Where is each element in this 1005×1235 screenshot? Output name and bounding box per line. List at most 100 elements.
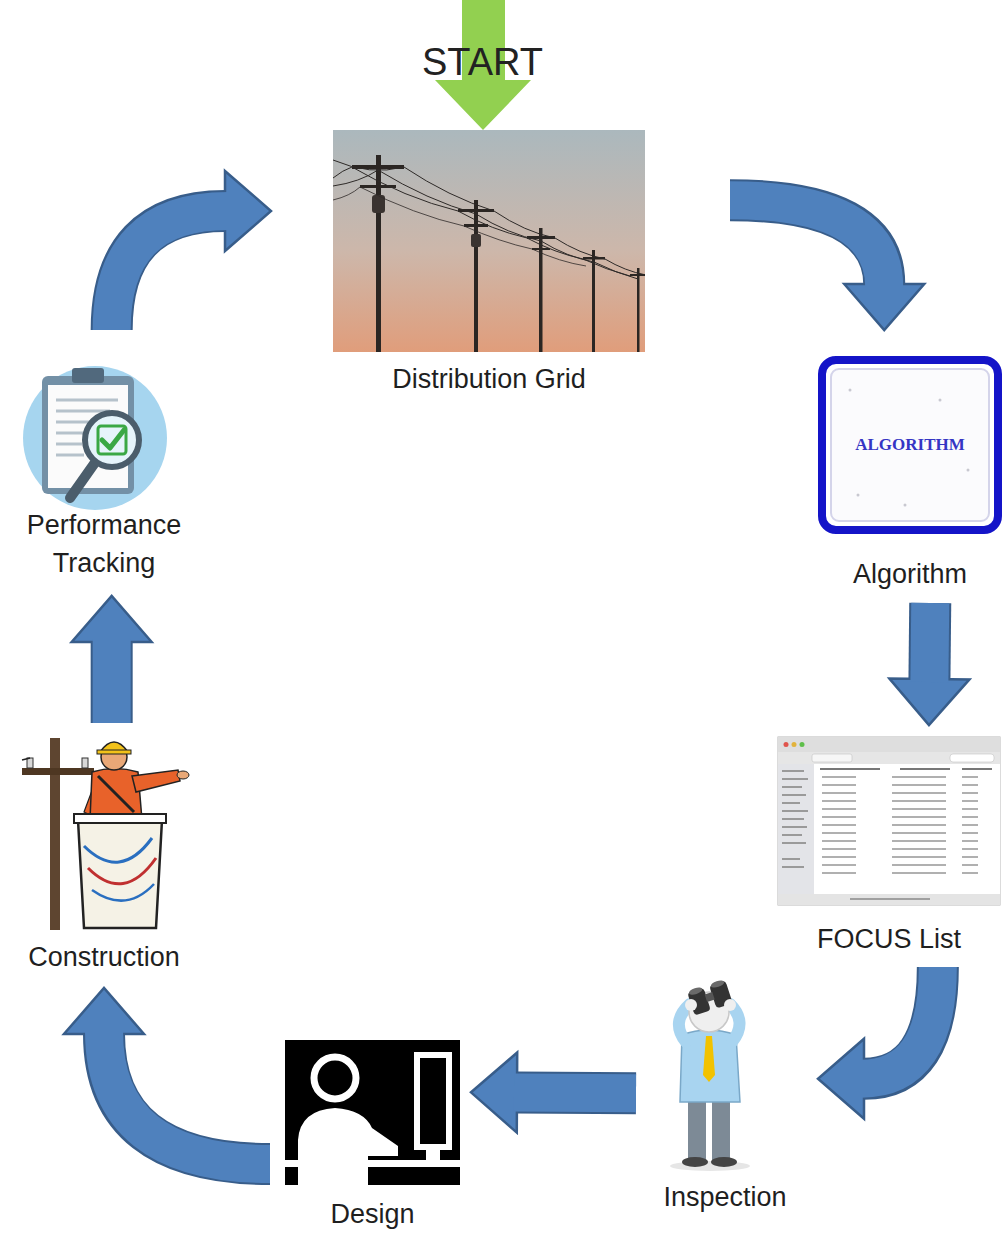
lineman-figure bbox=[82, 758, 88, 768]
file-rows bbox=[962, 840, 978, 842]
arrow-body bbox=[514, 1074, 636, 1113]
arrow-body bbox=[104, 1031, 270, 1164]
clipboard-icon bbox=[85, 413, 139, 467]
file-rows bbox=[820, 768, 880, 770]
lineman-figure bbox=[22, 768, 94, 775]
file-rows bbox=[822, 848, 856, 850]
algorithm-icon bbox=[939, 399, 942, 402]
inspector-figure bbox=[670, 979, 750, 1171]
arrow-body bbox=[730, 200, 884, 287]
lineman-figure bbox=[177, 771, 189, 779]
lineman-figure bbox=[78, 820, 162, 928]
file-rows bbox=[822, 832, 856, 834]
inspector-figure bbox=[724, 999, 736, 1011]
lineman-figure bbox=[84, 838, 152, 862]
binoculars bbox=[705, 992, 715, 1002]
designer-icon bbox=[285, 1040, 460, 1185]
file-rows bbox=[892, 840, 946, 842]
grid-photo bbox=[474, 200, 478, 352]
file-rows bbox=[892, 872, 946, 874]
node-caption: Design bbox=[280, 1199, 465, 1230]
file-rows bbox=[892, 808, 946, 810]
file-rows bbox=[962, 824, 978, 826]
file-list-screenshot bbox=[814, 764, 1000, 894]
algorithm-icon bbox=[904, 504, 907, 507]
file-rows bbox=[782, 826, 807, 828]
algorithm-icon bbox=[967, 469, 970, 472]
file-rows bbox=[892, 848, 946, 850]
inspector-figure bbox=[682, 1157, 708, 1167]
file-rows bbox=[782, 834, 802, 836]
lineman-figure bbox=[22, 758, 30, 760]
inspector-figure bbox=[703, 1036, 715, 1082]
image-node: Performance Tracking bbox=[8, 362, 200, 584]
file-rows bbox=[782, 768, 992, 868]
file-rows bbox=[822, 816, 856, 818]
grid-photo bbox=[333, 130, 645, 352]
lineman-figure bbox=[88, 858, 156, 884]
file-rows bbox=[822, 776, 856, 778]
file-rows bbox=[962, 800, 978, 802]
clipboard-icon bbox=[70, 464, 94, 498]
algorithm-icon bbox=[849, 389, 852, 392]
file-rows bbox=[822, 856, 856, 858]
image-node: Design bbox=[280, 1038, 465, 1232]
grid-photo bbox=[333, 170, 638, 279]
node-caption: FOCUS List bbox=[778, 924, 1000, 955]
file-rows bbox=[892, 832, 946, 834]
clipboard-icon bbox=[102, 430, 124, 448]
clipboard-lines bbox=[56, 432, 84, 435]
grid-photo bbox=[637, 268, 640, 352]
lineman-figure bbox=[97, 750, 131, 754]
file-list-screenshot bbox=[778, 752, 1000, 764]
lineman-figure bbox=[92, 884, 154, 901]
file-list-screenshot bbox=[778, 764, 814, 894]
file-list-screenshot bbox=[950, 754, 994, 762]
arrow-head bbox=[72, 596, 152, 642]
arrow-head bbox=[889, 679, 969, 725]
grid-photo bbox=[539, 228, 543, 352]
block-arrow bbox=[818, 967, 938, 1119]
clipboard-lines bbox=[56, 399, 118, 402]
file-rows bbox=[962, 832, 978, 834]
file-rows bbox=[782, 866, 804, 868]
file-rows bbox=[892, 824, 946, 826]
file-rows bbox=[962, 848, 978, 850]
algorithm-icon bbox=[857, 494, 860, 497]
file-list-screenshot bbox=[778, 894, 1000, 905]
file-rows bbox=[782, 802, 800, 804]
file-rows bbox=[892, 816, 946, 818]
file-rows bbox=[892, 784, 946, 786]
block-arrow bbox=[889, 603, 969, 725]
lineman-figure bbox=[74, 814, 166, 823]
file-rows bbox=[822, 792, 856, 794]
arrow-body bbox=[861, 967, 938, 1079]
lineman-figure bbox=[132, 770, 180, 792]
file-rows bbox=[892, 792, 946, 794]
arrow-body bbox=[910, 603, 949, 682]
clipboard-icon bbox=[23, 366, 167, 510]
inspector-figure bbox=[712, 1098, 730, 1160]
file-rows bbox=[962, 872, 978, 874]
grid-photo bbox=[376, 155, 381, 352]
clipboard-lines bbox=[56, 454, 84, 457]
file-rows bbox=[900, 768, 950, 770]
file-list-screenshot bbox=[778, 737, 1000, 905]
arrow-head bbox=[844, 284, 924, 330]
grid-photo bbox=[333, 160, 645, 275]
file-rows bbox=[782, 770, 804, 772]
clipboard-lines bbox=[56, 443, 82, 446]
file-rows bbox=[822, 864, 856, 866]
file-rows bbox=[892, 776, 946, 778]
file-list-screenshot bbox=[800, 742, 805, 747]
designer-icon bbox=[285, 1160, 460, 1167]
arrow-head bbox=[225, 171, 271, 251]
designer-icon bbox=[414, 1052, 452, 1150]
file-rows bbox=[962, 856, 978, 858]
grid-photo bbox=[333, 187, 586, 266]
file-rows bbox=[782, 810, 808, 812]
inspector-figure bbox=[685, 999, 697, 1011]
file-rows bbox=[782, 794, 806, 796]
grid-photo bbox=[592, 250, 595, 352]
